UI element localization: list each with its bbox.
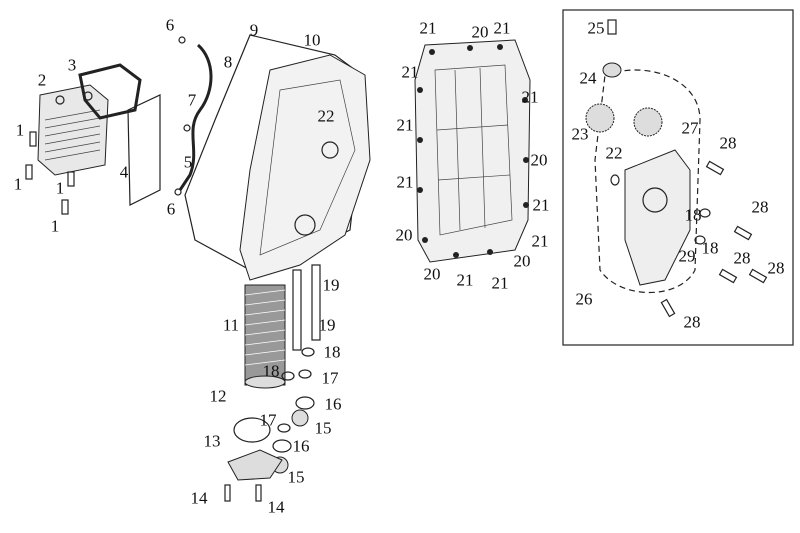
oil-filter bbox=[244, 284, 286, 389]
callout-label: 15 bbox=[314, 418, 332, 438]
callout-label: 21 bbox=[491, 273, 509, 293]
strainer-pipes bbox=[292, 264, 321, 351]
callout-label: 16 bbox=[292, 436, 310, 456]
callout-label: 1 bbox=[55, 178, 65, 198]
o-rings bbox=[233, 347, 315, 453]
callout-label: 12 bbox=[209, 386, 227, 406]
callout-label: 28 bbox=[751, 197, 769, 217]
bolts-14 bbox=[224, 484, 262, 502]
callout-label: 18 bbox=[262, 361, 280, 381]
callout-label: 27 bbox=[681, 118, 699, 138]
callout-label: 28 bbox=[719, 133, 737, 153]
callout-label: 21 bbox=[396, 115, 414, 135]
callout-label: 21 bbox=[456, 270, 474, 290]
callout-label: 23 bbox=[571, 124, 589, 144]
callout-label: 19 bbox=[322, 275, 340, 295]
callout-label: 14 bbox=[267, 497, 285, 517]
crankcase-cover bbox=[239, 54, 371, 281]
callout-label: 22 bbox=[605, 143, 623, 163]
oil-pump-inset-frame bbox=[562, 9, 794, 346]
callout-label: 20 bbox=[423, 264, 441, 284]
callout-label: 20 bbox=[513, 251, 531, 271]
callout-label: 5 bbox=[183, 152, 193, 172]
callout-label: 21 bbox=[521, 87, 539, 107]
callout-label: 18 bbox=[684, 205, 702, 225]
callout-label: 6 bbox=[166, 199, 176, 219]
callout-label: 17 bbox=[259, 410, 277, 430]
callout-label: 28 bbox=[767, 258, 785, 278]
callout-label: 21 bbox=[493, 18, 511, 38]
callout-label: 15 bbox=[287, 467, 305, 487]
callout-label: 14 bbox=[190, 488, 208, 508]
callout-label: 1 bbox=[13, 174, 23, 194]
cooler-gasket bbox=[78, 63, 142, 120]
callout-label: 25 bbox=[587, 18, 605, 38]
callout-label: 26 bbox=[575, 289, 593, 309]
oil-pan bbox=[414, 39, 531, 263]
callout-label: 29 bbox=[678, 246, 696, 266]
callout-label: 20 bbox=[530, 150, 548, 170]
oil-cooler bbox=[37, 84, 109, 176]
oil-pipe bbox=[178, 43, 213, 191]
filter-cover bbox=[227, 449, 283, 481]
bolts-1 bbox=[25, 131, 75, 215]
callout-label: 20 bbox=[471, 22, 489, 42]
callout-label: 28 bbox=[683, 312, 701, 332]
callout-label: 21 bbox=[419, 18, 437, 38]
callout-label: 21 bbox=[396, 172, 414, 192]
oil-pump bbox=[585, 19, 768, 318]
callout-label: 18 bbox=[701, 238, 719, 258]
callout-label: 11 bbox=[222, 315, 240, 335]
callout-label: 9 bbox=[249, 20, 259, 40]
callout-label: 1 bbox=[15, 120, 25, 140]
callout-label: 24 bbox=[579, 68, 597, 88]
heat-shield-plate bbox=[127, 94, 161, 206]
callout-label: 28 bbox=[733, 248, 751, 268]
callout-label: 19 bbox=[318, 315, 336, 335]
callout-label: 16 bbox=[324, 394, 342, 414]
callout-label: 18 bbox=[323, 342, 341, 362]
callout-label: 1 bbox=[50, 216, 60, 236]
callout-label: 2 bbox=[37, 70, 47, 90]
callout-label: 7 bbox=[187, 90, 197, 110]
callout-label: 4 bbox=[119, 162, 129, 182]
callout-label: 21 bbox=[532, 195, 550, 215]
callout-label: 10 bbox=[303, 30, 321, 50]
callout-label: 8 bbox=[223, 52, 233, 72]
callout-label: 13 bbox=[203, 431, 221, 451]
callout-label: 22 bbox=[317, 106, 335, 126]
callout-label: 21 bbox=[531, 231, 549, 251]
callout-label: 6 bbox=[165, 15, 175, 35]
callout-label: 17 bbox=[321, 368, 339, 388]
callout-label: 3 bbox=[67, 55, 77, 75]
callout-label: 20 bbox=[395, 225, 413, 245]
callout-label: 21 bbox=[401, 62, 419, 82]
